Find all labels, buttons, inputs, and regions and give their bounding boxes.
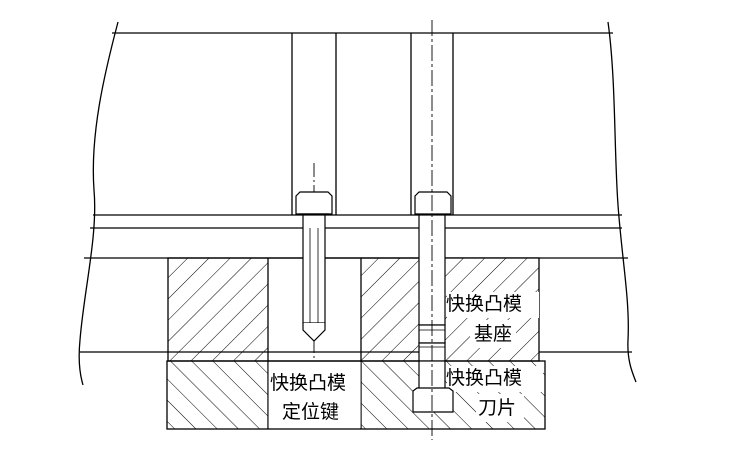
key-label-line2: 定位键 — [282, 401, 339, 423]
left-break-line — [78, 21, 119, 386]
base-label-line2: 基座 — [474, 323, 512, 345]
upper-plates — [78, 21, 637, 386]
locating-key — [268, 362, 361, 428]
blade-label-line2: 刀片 — [478, 397, 516, 419]
right-screw — [412, 191, 454, 413]
base-label-line1: 快换凸模 — [446, 293, 522, 315]
blade-label-line1: 快换凸模 — [446, 367, 522, 389]
right-break-line — [607, 21, 637, 383]
left-screw — [295, 163, 333, 360]
key-label-line1: 快换凸模 — [270, 372, 346, 394]
punch-base — [167, 257, 540, 362]
